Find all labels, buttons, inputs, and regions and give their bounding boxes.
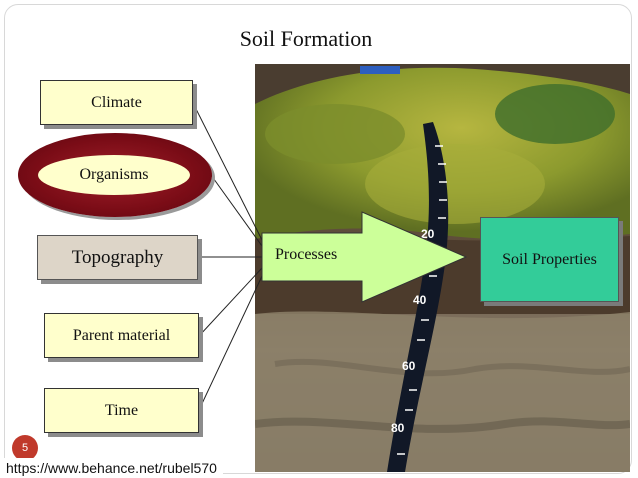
- factor-topography-label: Topography: [71, 246, 164, 268]
- soil-profile-photo: 20 40 60 80: [255, 64, 630, 472]
- processes-arrow: [261, 211, 468, 303]
- factor-topography: Topography: [37, 235, 198, 280]
- slide-number: 5: [21, 442, 29, 454]
- factor-climate: Climate: [40, 80, 193, 125]
- factor-parent-material: Parent material: [44, 313, 199, 358]
- soil-properties-label: Soil Properties: [502, 250, 597, 268]
- processes-label: Processes: [275, 246, 338, 263]
- slide-title: Soil Formation: [239, 26, 373, 51]
- ruler-label-80: 80: [391, 421, 405, 435]
- factor-organisms: Organisms: [38, 155, 190, 195]
- slide-frame: [4, 4, 632, 474]
- ruler-label-40: 40: [413, 293, 427, 307]
- slide-number-badge: 5: [12, 435, 38, 461]
- factor-climate-label: Climate: [91, 93, 142, 111]
- ruler-label-60: 60: [402, 359, 416, 373]
- ruler-label-20: 20: [421, 227, 435, 241]
- factor-organisms-label: Organisms: [79, 166, 149, 183]
- soil-properties-box: Soil Properties: [480, 217, 619, 302]
- factor-time-label: Time: [104, 401, 139, 419]
- factor-parent-material-label: Parent material: [72, 326, 171, 344]
- source-url[interactable]: https://www.behance.net/rubel570: [0, 458, 223, 478]
- factor-time: Time: [44, 388, 199, 433]
